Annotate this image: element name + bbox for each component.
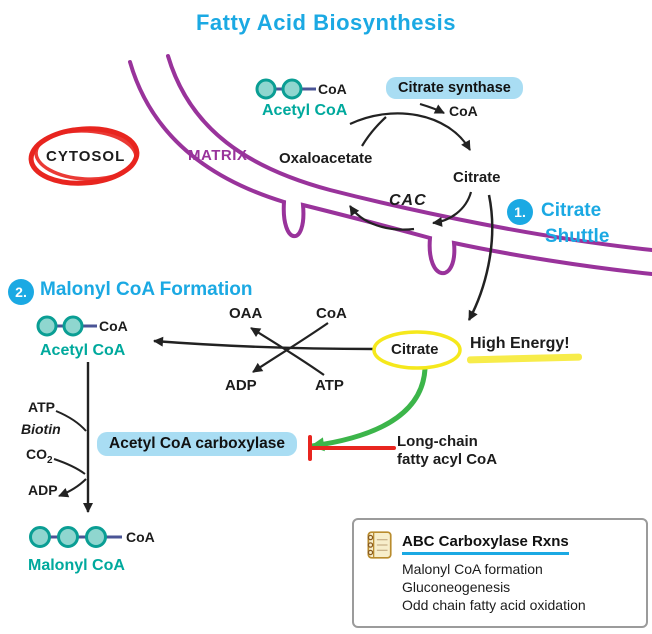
malonyl-coa-molecule	[29, 526, 122, 548]
co2-join-curve	[53, 458, 86, 475]
acetyl-coa-label-cytosol: Acetyl CoA	[40, 342, 126, 359]
citrate-label-oval: Citrate	[391, 341, 439, 358]
adp-out-label: ADP	[225, 377, 257, 394]
acetyl-coa-label-matrix: Acetyl CoA	[262, 102, 348, 119]
coa-in-label: CoA	[316, 305, 347, 322]
biotin-label: Biotin	[21, 421, 61, 437]
adp-label-carboxylation: ADP	[28, 482, 58, 498]
malonyl-coa-label: Malonyl CoA	[28, 557, 125, 574]
matrix-label: MATRIX	[188, 147, 248, 164]
acetylcoa-to-citrate-arrow	[349, 112, 471, 151]
adp-leave-arrow	[58, 478, 87, 498]
step2-title: Malonyl CoA Formation	[40, 279, 253, 300]
citrate-shuttle-arrow	[467, 194, 494, 321]
membrane-outer-line	[128, 60, 652, 276]
step1-title-line1: Citrate	[541, 200, 602, 221]
info-box-item: Malonyl CoA formation	[402, 561, 543, 577]
atp-label-carboxylation: ATP	[28, 399, 55, 415]
coa-to-adp-cross-arrow	[252, 322, 329, 373]
membrane-inner-line	[166, 54, 652, 252]
step1-title-line2: Shuttle	[545, 226, 610, 247]
step1-number-badge: 1.	[507, 199, 533, 225]
cycle-return-arrow	[349, 205, 415, 231]
step2-number-badge: 2.	[8, 279, 34, 305]
info-box-heading: ABC Carboxylase Rxns	[402, 533, 569, 555]
citrate-to-acetylcoa-arrow	[153, 336, 375, 351]
malonyl-coa-tag: CoA	[126, 529, 155, 545]
coa-released-label: CoA	[449, 103, 478, 119]
inhibitor-label-line2: fatty acyl CoA	[397, 451, 498, 468]
carboxylase-info-box: ABC Carboxylase Rxns Malonyl CoA formati…	[352, 518, 648, 628]
atp-to-oaa-cross-arrow	[250, 327, 325, 376]
high-energy-label: High Energy!	[470, 335, 570, 352]
co2-label: CO2	[26, 446, 53, 466]
info-box-item: Odd chain fatty acid oxidation	[402, 597, 586, 613]
citrate-label-matrix: Citrate	[453, 169, 501, 186]
acetyl-coa-carboxylase-enzyme: Acetyl CoA carboxylase	[97, 432, 298, 456]
acetyl-coa-molecule-cytosol	[36, 315, 97, 337]
citrate-activation-arrow	[309, 366, 428, 452]
oxaloacetate-label: Oxaloacetate	[279, 150, 373, 167]
notebook-icon	[367, 531, 392, 559]
coa-release-arrow	[419, 102, 445, 114]
acetyl-coa-tag-matrix: CoA	[318, 81, 347, 97]
cac-cycle-label: CAC	[389, 192, 427, 209]
citrate-yellow-oval	[372, 330, 462, 370]
oxaloacetate-merge-curve	[361, 116, 387, 147]
info-box-item: Gluconeogenesis	[402, 579, 511, 595]
cytosol-label: CYTOSOL	[46, 148, 126, 165]
oaa-label: OAA	[229, 305, 263, 322]
acetyl-coa-molecule-matrix	[255, 78, 316, 100]
acetyl-coa-tag-cytosol: CoA	[99, 318, 128, 334]
citrate-cycle-down-arrow	[432, 191, 473, 227]
inhibitor-label-line1: Long-chain	[397, 433, 478, 450]
atp-join-curve	[55, 410, 87, 432]
cytosol-red-circle-overdraw	[34, 129, 138, 181]
page-title: Fatty Acid Biosynthesis	[195, 10, 457, 35]
atp-in-label: ATP	[315, 377, 344, 394]
citrate-synthase-enzyme: Citrate synthase	[386, 77, 523, 99]
